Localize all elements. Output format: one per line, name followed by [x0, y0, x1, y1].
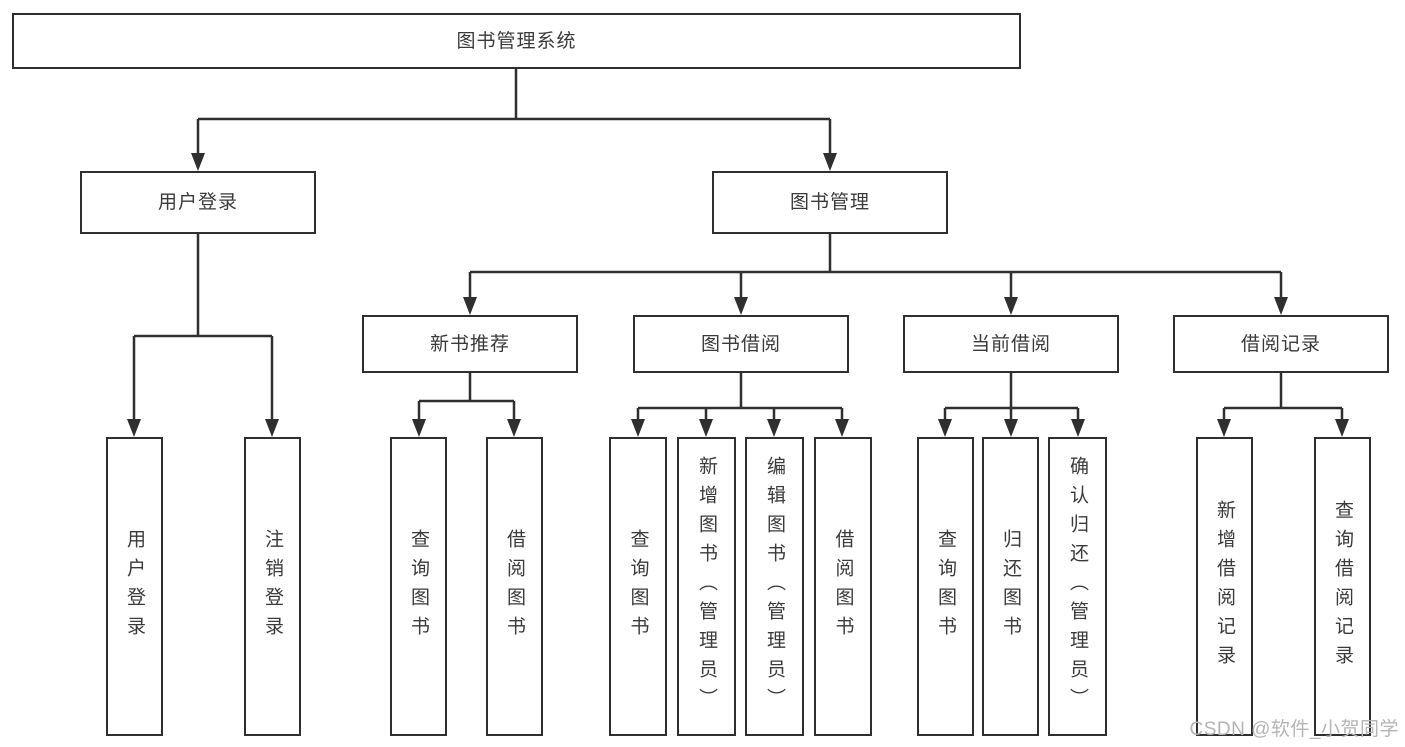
leaf-borrow-books: 借阅图书 [814, 437, 872, 736]
leaf-query-books-recommend: 查询图书 [390, 437, 447, 736]
node-label: 用户登录 [157, 192, 238, 213]
node-label: 查询借阅记录 [1332, 499, 1353, 674]
node-label: 图书管理 [789, 192, 870, 213]
node-label: 归还图书 [1000, 528, 1021, 645]
arrowheads [127, 153, 1349, 437]
node-label: 查询图书 [408, 528, 429, 645]
node-book-management: 图书管理 [712, 171, 948, 234]
leaf-return-books: 归还图书 [982, 437, 1039, 736]
leaf-logout: 注销登录 [244, 437, 301, 736]
node-book-borrowing: 图书借阅 [633, 315, 849, 373]
node-library-management-system: 图书管理系统 [12, 13, 1021, 69]
leaf-confirm-return-admin: 确认归还（管理员） [1048, 437, 1107, 736]
node-label: 新书推荐 [429, 333, 510, 355]
leaf-query-books-borrowing: 查询图书 [609, 437, 667, 736]
node-label: 借阅图书 [504, 528, 525, 645]
node-borrowing-records: 借阅记录 [1173, 315, 1389, 373]
node-label: 借阅记录 [1240, 333, 1321, 355]
node-label: 新增借阅记录 [1214, 499, 1235, 674]
leaf-add-borrow-record: 新增借阅记录 [1196, 437, 1253, 736]
node-label: 注销登录 [262, 528, 283, 645]
leaf-query-borrow-record: 查询借阅记录 [1314, 437, 1371, 736]
node-label: 图书管理系统 [456, 30, 577, 52]
leaf-add-books-admin: 新增图书（管理员） [677, 437, 736, 736]
node-label: 用户登录 [124, 528, 145, 645]
leaf-borrow-books-recommend: 借阅图书 [486, 437, 543, 736]
node-label: 借阅图书 [832, 528, 854, 645]
node-label: 查询图书 [935, 528, 956, 645]
leaf-query-books-current: 查询图书 [917, 437, 974, 736]
leaf-user-login: 用户登录 [106, 437, 163, 736]
node-label: 图书借阅 [700, 333, 781, 355]
node-new-book-recommendation: 新书推荐 [362, 315, 578, 373]
node-label: 确认归还（管理员） [1067, 456, 1088, 717]
node-label: 查询图书 [627, 528, 649, 645]
node-user-login: 用户登录 [80, 171, 316, 234]
node-current-borrowing: 当前借阅 [903, 315, 1119, 373]
leaf-edit-books-admin: 编辑图书（管理员） [745, 437, 804, 736]
node-label: 新增图书（管理员） [696, 456, 717, 717]
node-label: 编辑图书（管理员） [764, 456, 785, 717]
connector-lines [132, 69, 1344, 419]
node-label: 当前借阅 [970, 333, 1051, 355]
